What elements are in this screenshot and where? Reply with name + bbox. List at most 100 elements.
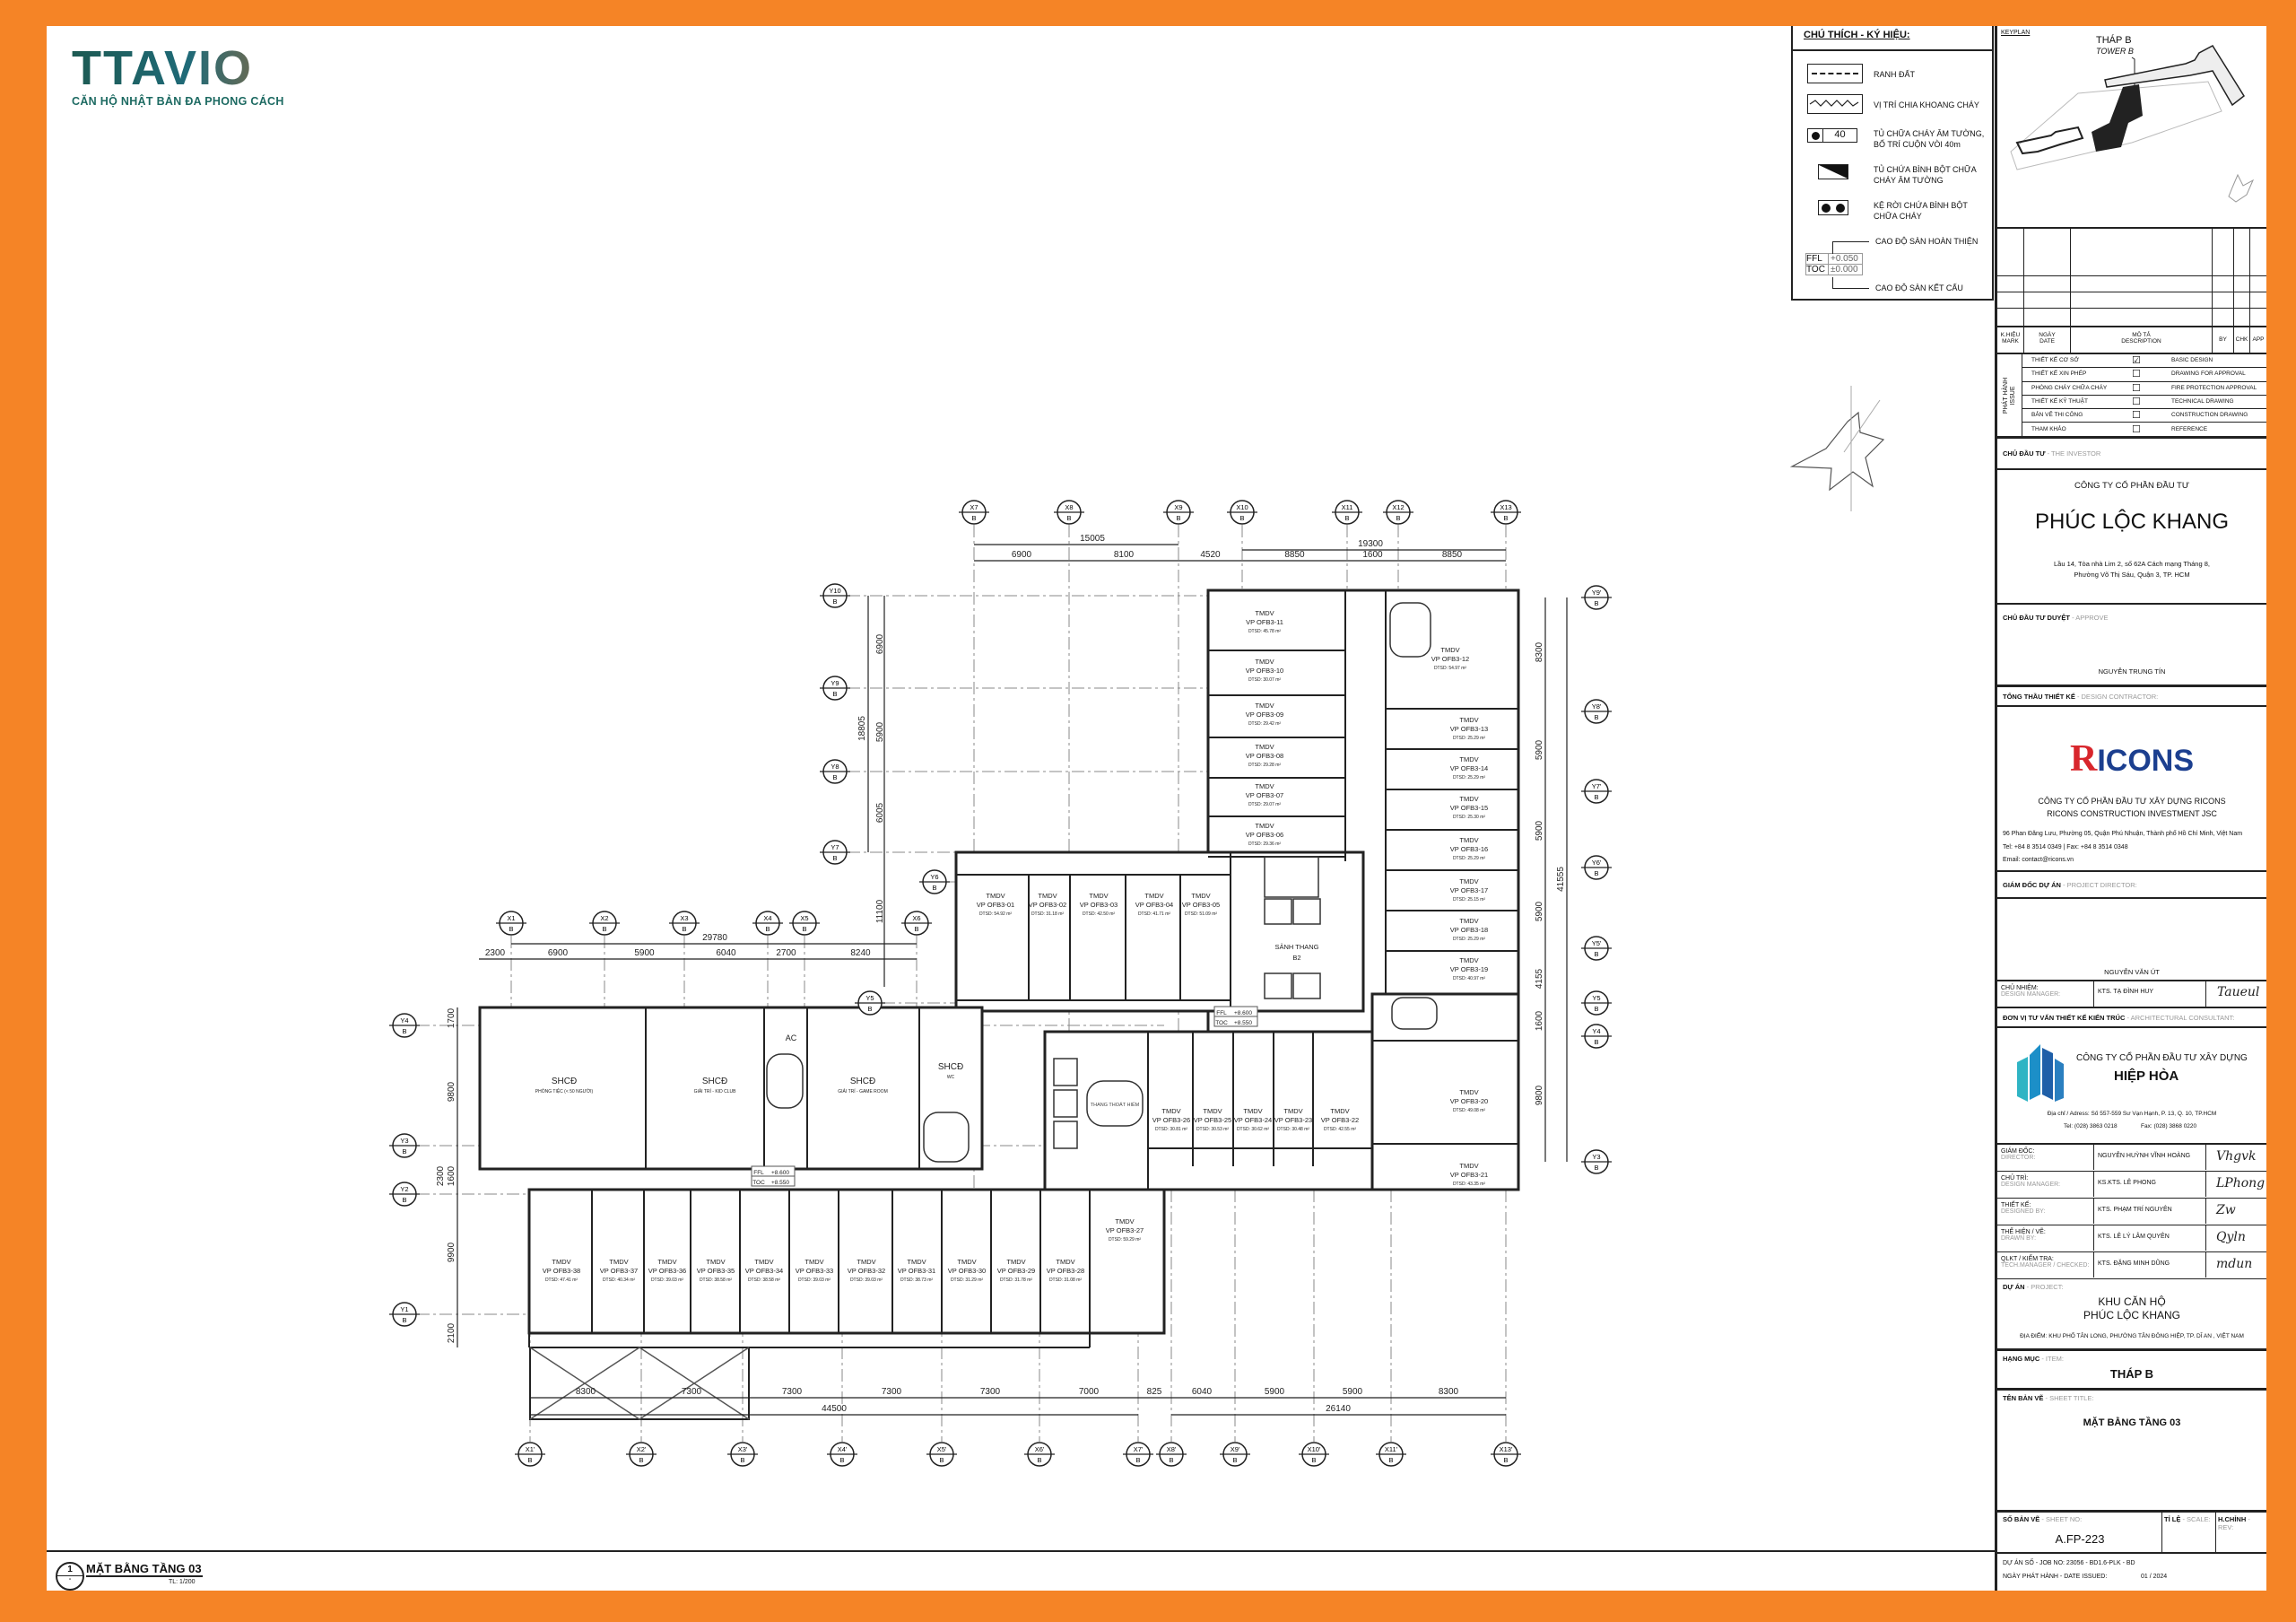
unit-code: VP OFB3-10 (1246, 667, 1283, 675)
issue-row: THIẾT KẾ KỸ THUẬT☐TECHNICAL DRAWING (2022, 396, 2266, 410)
dimension-label: 15005 (1080, 534, 1105, 544)
staff-role: QLKT / KIỂM TRA: (2001, 1256, 2054, 1262)
staff-role-en: DIRECTOR: (2001, 1155, 2036, 1161)
unit-area: DTSD: 30.48 m² (1277, 1127, 1309, 1132)
unit-code: VP OFB3-31 (898, 1267, 935, 1275)
legend-label: KỆ RỜI CHỨA BÌNH BỘT CHỮA CHÁY (1874, 201, 1968, 221)
dimension-label: 6040 (716, 948, 736, 958)
unit-area: DTSD: 31.29 m² (951, 1278, 983, 1283)
grid-bubble: Y5B (855, 990, 885, 1016)
issue-row: PHÒNG CHÁY CHỮA CHÁY☐FIRE PROTECTION APP… (2022, 382, 2266, 396)
unit-area: DTSD: 51.09 m² (1185, 911, 1217, 917)
grid-sub: B (765, 925, 770, 933)
investor-address-2: Phường Võ Thị Sáu, Quận 3, TP. HCM (2074, 571, 2190, 579)
grid-sub: B (832, 690, 837, 698)
unit-area: DTSD: 42.50 m² (1083, 911, 1115, 917)
unit-type: TMDV (1255, 822, 1274, 830)
grid-sub: B (1169, 1456, 1173, 1464)
job-number: DỰ ÁN SỐ - JOB NO: 23056 - BD1.6-PLK - B… (2003, 1560, 2135, 1566)
consultant-label: ĐƠN VỊ TƯ VẤN THIẾT KẾ KIẾN TRÚC (2003, 1014, 2126, 1022)
unit-code: VP OFB3-27 (1106, 1226, 1144, 1234)
grid-bubble: Y9'B (1581, 585, 1612, 610)
grid-label: X6' (1035, 1445, 1045, 1453)
grid-label: X13' (1500, 1445, 1513, 1453)
grid-bubble: X9'B (1220, 1442, 1250, 1467)
grid-bubble: X6B (901, 911, 932, 936)
staff-name: KTS. ĐẶNG MINH DŨNG (2094, 1252, 2206, 1278)
issue-checkbox[interactable]: ☑ (2132, 355, 2141, 366)
unit-area: DTSD: 25.29 m² (1453, 856, 1485, 861)
signature: LPhong (2216, 1176, 2266, 1190)
staff-role: CHỦ TRÌ: (2001, 1175, 2029, 1182)
stair-icon (1264, 856, 1319, 898)
grid-label: X4' (838, 1445, 848, 1453)
grid-bubble: Y5'B (1581, 936, 1612, 961)
dimension-label: 41555 (1556, 867, 1566, 892)
west-amenity-block (478, 1006, 984, 1171)
unit-type: TMDV (1459, 795, 1478, 803)
unit-type: TMDV (907, 1258, 926, 1266)
dimension-label: 1700 (447, 1007, 457, 1028)
grid-bubble: X10'B (1299, 1442, 1329, 1467)
unit-type: TMDV (1459, 917, 1478, 925)
dimension-label: 1600 (1535, 1010, 1544, 1031)
unit-type: TMDV (609, 1258, 628, 1266)
issue-checkbox[interactable]: ☐ (2132, 396, 2141, 407)
unit-area: DTSD: 38.58 m² (700, 1278, 732, 1283)
unit-type: TMDV (552, 1258, 570, 1266)
project-director-label-row: GIÁM ĐỐC DỰ ÁN - PROJECT DIRECTOR: (1997, 872, 2266, 899)
col-desc: MÔ TẢ (2132, 332, 2151, 338)
project-line2: PHÚC LỘC KHANG (2083, 1309, 2181, 1321)
grid-label: Y5' (1592, 939, 1602, 947)
rev-label-en: - REV: (2218, 1515, 2250, 1531)
grid-label: X11 (1342, 503, 1353, 511)
north-arrow-icon (1789, 386, 1885, 511)
unit-type: TMDV (857, 1258, 875, 1266)
unit-area: DTSD: 25.15 m² (1453, 897, 1485, 903)
grid-sub: B (1232, 1456, 1237, 1464)
unit-area: DTSD: 43.35 m² (1453, 1182, 1485, 1187)
unit-type: TMDV (1459, 836, 1478, 844)
investor-label: CHỦ ĐẦU TƯ (2003, 449, 2046, 458)
grid-label: X3' (738, 1445, 748, 1453)
unit-type: TMDV (1255, 743, 1274, 751)
unit-code: VP OFB3-36 (648, 1267, 686, 1275)
grid-sub: B (839, 1456, 844, 1464)
unit-area: DTSD: 25.29 m² (1453, 736, 1485, 741)
unit-type: TMDV (986, 892, 1004, 900)
issue-checkbox[interactable]: ☐ (2132, 423, 2141, 435)
issue-checkbox[interactable]: ☐ (2132, 410, 2141, 422)
south-core-block (1043, 1030, 1374, 1191)
issue-checkbox[interactable]: ☐ (2132, 369, 2141, 380)
sheet-title-block: TÊN BẢN VẼ - SHEET TITLE: MẶT BẰNG TẦNG … (1997, 1391, 2266, 1513)
col-date: NGÀY (2039, 332, 2056, 338)
grid-bubble: X9B (1163, 500, 1194, 525)
unit-area: DTSD: 59.29 m² (1109, 1237, 1141, 1243)
project-label-en: - PROJECT: (2026, 1283, 2064, 1291)
issue-checkbox[interactable]: ☐ (2132, 382, 2141, 394)
dimension-label: 6005 (875, 802, 885, 823)
grid-label: X4 (763, 914, 771, 922)
grid-bubble: X5'B (926, 1442, 957, 1467)
consultant-name-1: CÔNG TY CỔ PHẦN ĐẦU TƯ XÂY DỰNG (2076, 1053, 2248, 1063)
grid-label: Y7 (831, 843, 839, 851)
grid-label: Y1 (400, 1305, 408, 1313)
ffl-label: FFL (753, 1170, 764, 1176)
staff-role-en: DESIGN MANAGER: (2001, 1182, 2061, 1188)
dimension-label: 7300 (980, 1387, 1001, 1397)
grid-sub: B (1239, 514, 1244, 522)
grid-sub: B (932, 884, 936, 892)
unit-code: VP OFB3-37 (600, 1267, 638, 1275)
investor-address-1: Lầu 14, Tòa nhà Lim 2, số 62A Cách mạng … (2053, 560, 2210, 568)
grid-bubble: X8B (1054, 500, 1084, 525)
dimension-label: 2100 (447, 1322, 457, 1343)
stair-icon (1391, 997, 1438, 1030)
unit-code: VP OFB3-16 (1450, 845, 1488, 853)
grid-sub: B (1594, 1005, 1598, 1013)
unit-area: DTSD: 30.07 m² (1248, 677, 1281, 683)
unit-area: DTSD: 40.97 m² (1453, 976, 1485, 981)
